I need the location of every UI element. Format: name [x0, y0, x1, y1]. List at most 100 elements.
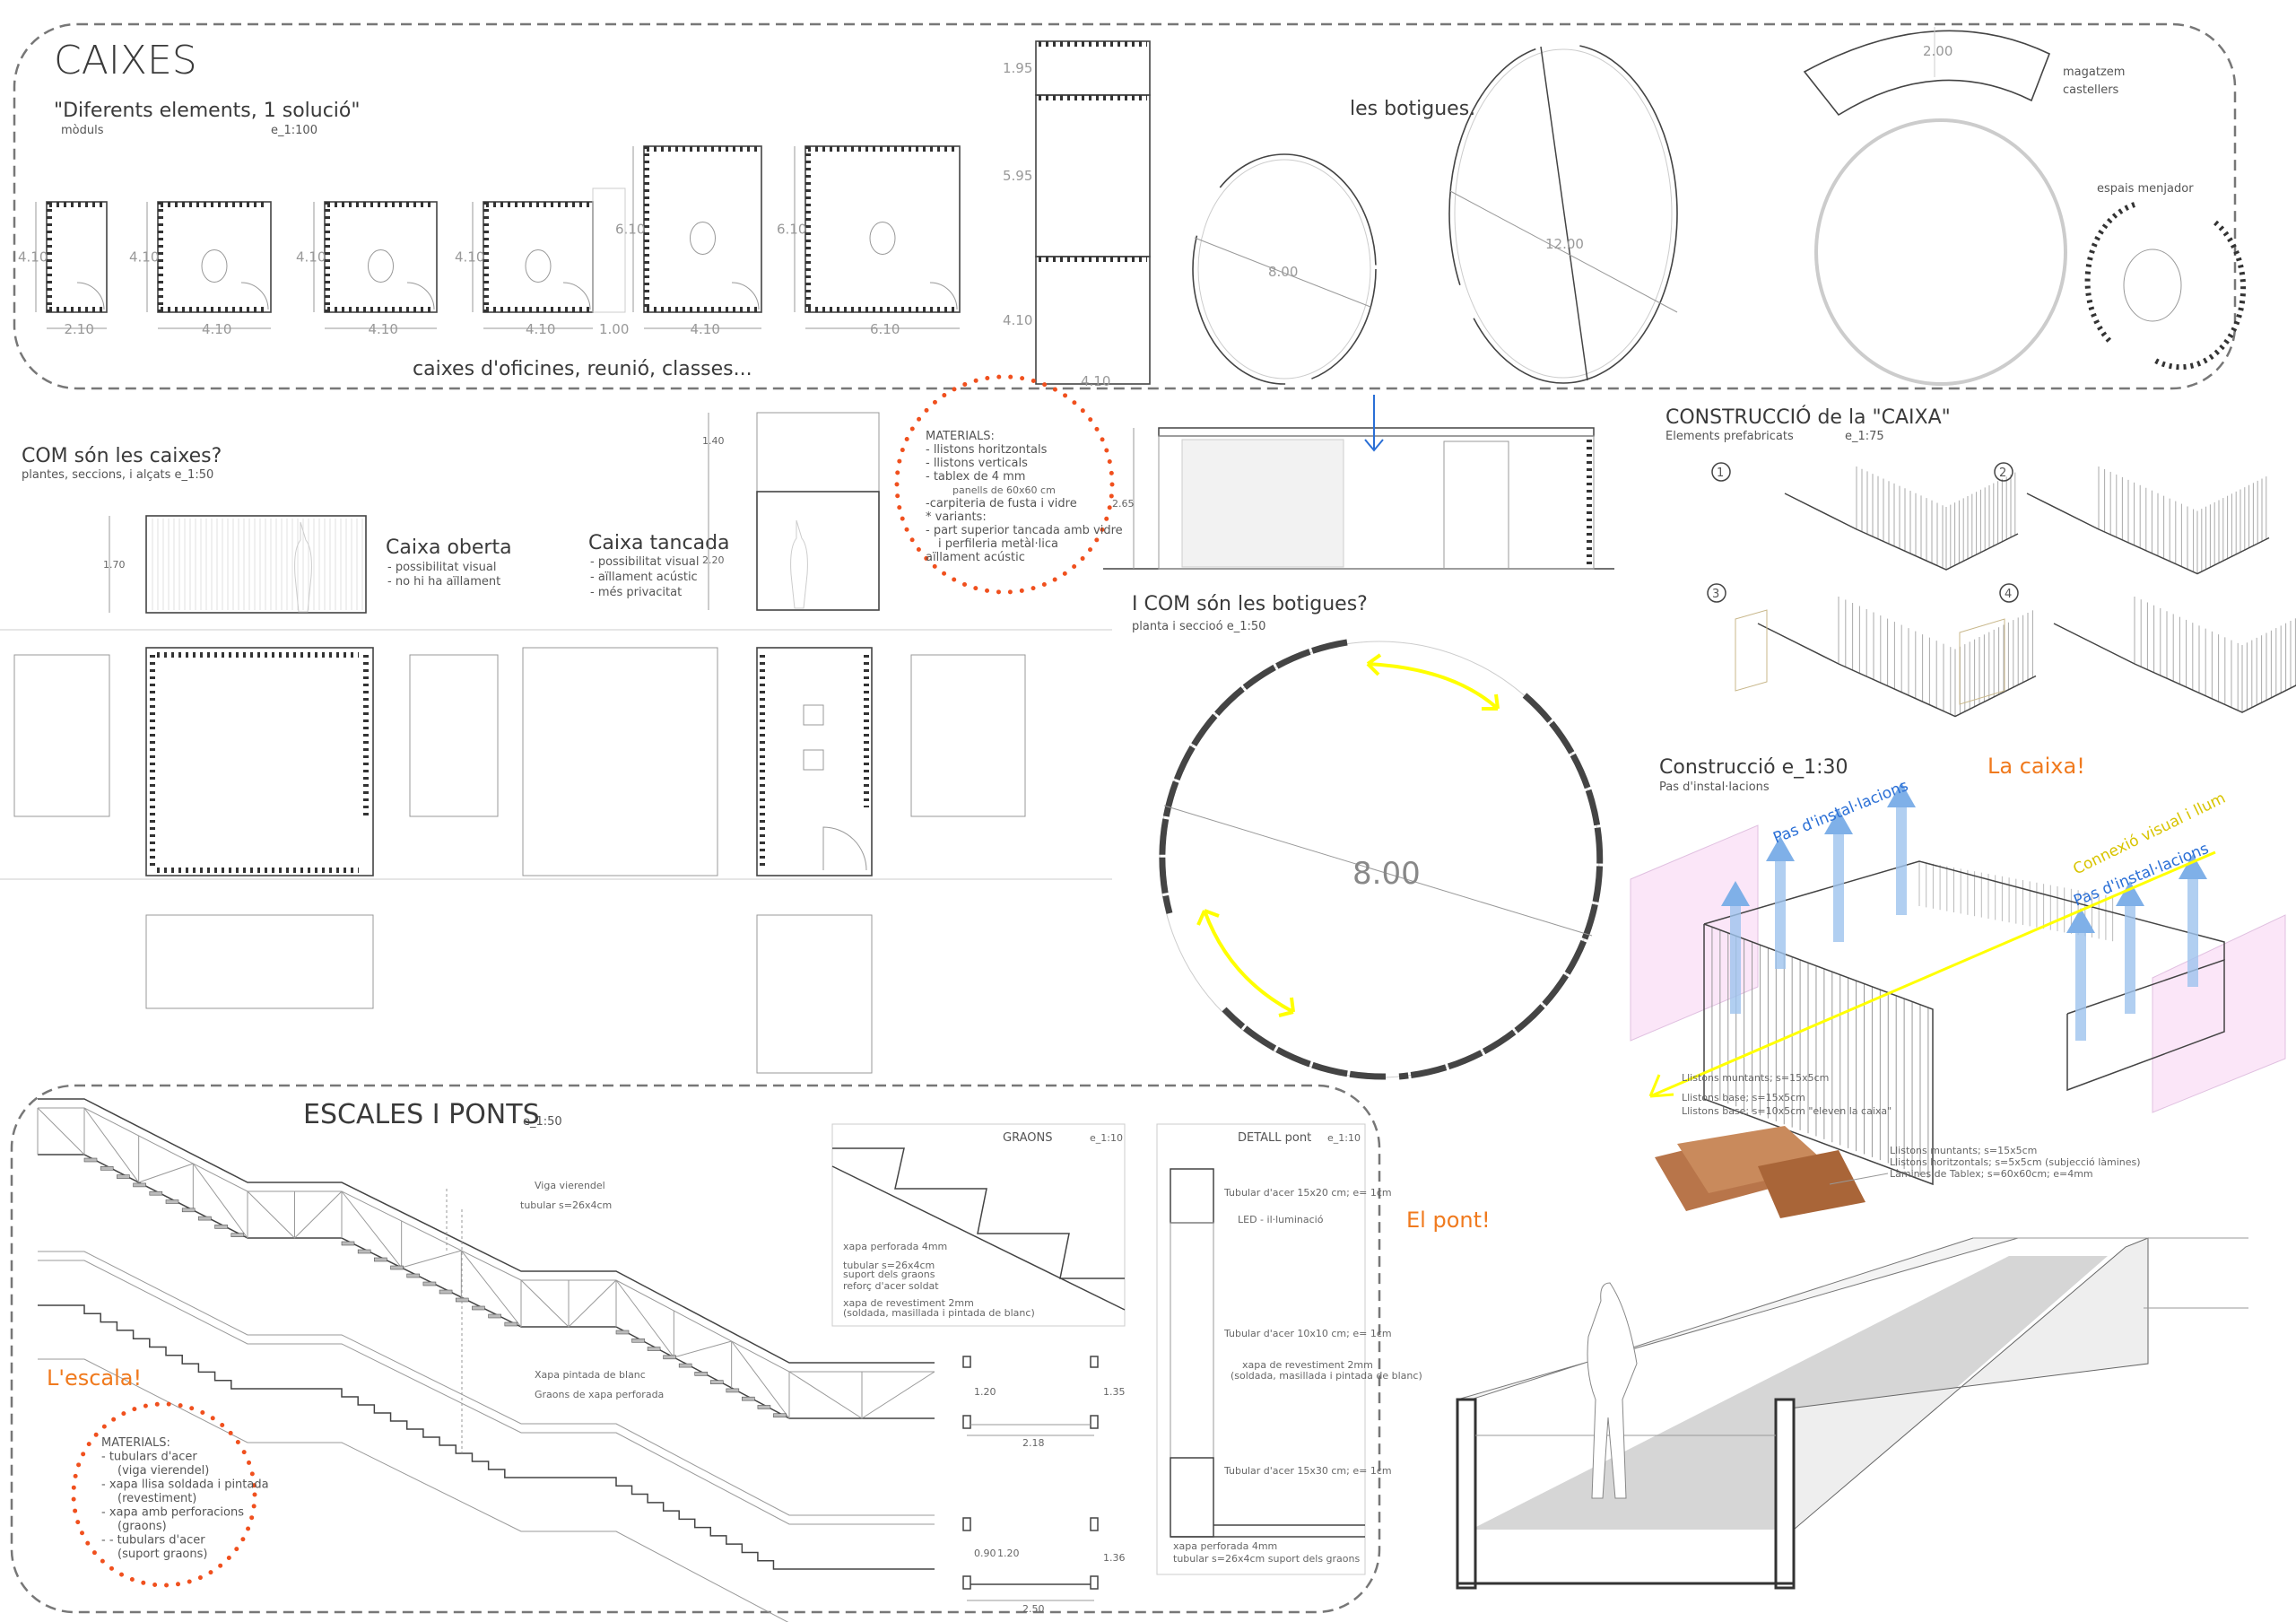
stair-tread [757, 1405, 771, 1409]
modules-scale: e_1:100 [271, 124, 317, 137]
stair-tread [117, 1174, 130, 1179]
materials-line: panells de 60x60 cm [952, 484, 1056, 496]
bridge-section-2 [962, 1517, 1099, 1601]
materials-line: (suport graons) [117, 1548, 207, 1561]
stair-tread [504, 1321, 518, 1327]
module-width-dim: 4.10 [202, 321, 231, 337]
materials-line: (revestiment) [117, 1492, 196, 1505]
escales-label-graons: Graons de xapa perforada [535, 1389, 664, 1400]
installation-arrow [2179, 854, 2207, 879]
stair-tread [472, 1305, 485, 1311]
construccio-subtitle: Elements prefabricats [1665, 430, 1794, 443]
module-plan [324, 201, 438, 313]
stair-tread [230, 1233, 245, 1237]
step-number: 2 [1999, 467, 2006, 480]
materials-list: MATERIALS:- llistons horitzontals- llist… [926, 430, 1123, 564]
materials-line: - llistons horitzontals [926, 443, 1048, 457]
caixes-panel-border [13, 22, 2237, 390]
module-width-dim: 2.10 [65, 321, 94, 337]
caixa-oberta-height: 1.70 [103, 559, 126, 571]
graons-label: suport dels graons [843, 1269, 935, 1280]
visual-axis-line [1649, 850, 2216, 1098]
menjador-label: espais menjador [2097, 182, 2194, 196]
truss-top-rail [38, 1098, 935, 1364]
materials-line: * variants: [926, 510, 987, 524]
magatzem-plan [1803, 27, 2051, 117]
stair-tread [694, 1372, 709, 1376]
detall-label: LED - il·luminació [1238, 1214, 1324, 1225]
iso-label-right-1: Llistons muntants; s=15x5cm [1890, 1145, 2037, 1156]
stair-tread [422, 1281, 437, 1286]
com-caixes-title: COM són les caixes? [22, 445, 222, 467]
module-height-dim: 6.10 [777, 222, 806, 238]
stack-width-dim: 4.10 [1081, 373, 1110, 389]
module-plan [157, 201, 272, 313]
caixes-caption: caixes d'oficines, reunió, classes... [413, 358, 752, 380]
iso-label-left-3: Llistons base; s=10x5cm "eleven la caixa… [1682, 1105, 1892, 1117]
stair-tread [406, 1273, 421, 1278]
caixa-tancada-item-2: - aïllament acústic [590, 571, 698, 584]
modules-label: mòduls [61, 124, 104, 137]
stair-tread [615, 1330, 630, 1335]
door-swing [731, 282, 760, 310]
detall-label: (soldada, masillada i pintada de blanc) [1231, 1370, 1422, 1382]
truss-diagonal [460, 1250, 522, 1328]
iso-label-right-2: Llistons horitzontals; s=5x5cm (subjecci… [1890, 1156, 2141, 1168]
table [525, 249, 552, 283]
caixa-oberta-elevation [109, 515, 367, 614]
stair-tread [214, 1225, 228, 1229]
construccio-scale: e_1:75 [1845, 430, 1884, 443]
escales-label-xapa: Xapa pintada de blanc [535, 1369, 646, 1381]
materials-line: - llistons verticals [926, 457, 1028, 470]
materials-line: - xapa llisa soldada i pintada [101, 1478, 269, 1492]
stair-width-dim: 1.00 [599, 321, 629, 337]
truss-diagonal [674, 1340, 732, 1358]
caixa-plans-row [0, 629, 1112, 1074]
materials-line: aïllament acústic [926, 551, 1025, 564]
tablex-panel-right [2152, 914, 2286, 1113]
section2-h-left: 1.20 [997, 1548, 1020, 1559]
magatzem-label-1: magatzem [2063, 65, 2125, 79]
iso-base [1784, 493, 2019, 571]
stair-plan [592, 187, 626, 313]
stair-tread [439, 1289, 453, 1295]
stair-tread [357, 1249, 371, 1254]
botigues-subtitle: planta i seccioó e_1:50 [1132, 620, 1265, 633]
materials-circle [894, 374, 1115, 595]
materials-line: - part superior tancada amb vidre [926, 524, 1123, 537]
stair-tread [726, 1388, 740, 1393]
installation-arrow [1766, 836, 1795, 861]
section2-h-right: 1.36 [1103, 1552, 1126, 1564]
materials-line: MATERIALS: [101, 1436, 170, 1450]
stack-height-dim: 4.10 [1003, 312, 1032, 328]
truss-diagonal [788, 1371, 863, 1419]
installation-arrow [2066, 908, 2095, 933]
truss-diagonal [37, 1107, 85, 1155]
detall-label: xapa perforada 4mm [1173, 1540, 1277, 1552]
tablex-photo [1655, 1126, 1889, 1218]
table [690, 222, 716, 255]
stair-tread [83, 1157, 98, 1163]
bridge-perspective [1456, 1237, 2248, 1590]
installation-duct [2187, 879, 2198, 987]
stair-tread [709, 1380, 724, 1384]
module-plan [483, 201, 594, 313]
stair-tread [773, 1413, 787, 1418]
stair-tread [165, 1199, 179, 1204]
botiga-elevation [1103, 395, 1614, 570]
step-number: 4 [2005, 588, 2012, 601]
module-height-dim: 4.10 [455, 249, 484, 266]
materials-line: (viga vierendel) [117, 1464, 209, 1478]
materials-line: i perfileria metàl·lica [938, 537, 1058, 551]
detall-label: Tubular d'acer 10x10 cm; e= 1cm [1223, 1328, 1392, 1339]
stair-revestiment [38, 1358, 789, 1622]
door-swing [929, 282, 958, 310]
construccio-title: CONSTRUCCIÓ de la "CAIXA" [1665, 406, 1951, 429]
module-height-dim: 4.10 [129, 249, 159, 266]
installation-arrow [1887, 782, 1916, 807]
stack-height-dim: 5.95 [1003, 168, 1032, 184]
